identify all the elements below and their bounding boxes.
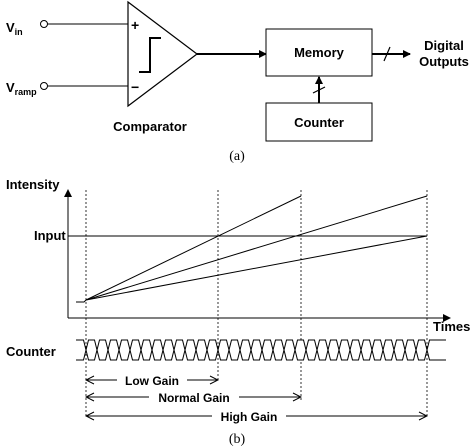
counter-cell (349, 339, 362, 361)
vin-label: Vin (6, 20, 23, 37)
counter-cell (272, 339, 285, 361)
ramp-baseline (76, 299, 87, 303)
counter-cell (140, 339, 153, 361)
counter-cell (261, 339, 274, 361)
counter-cell (118, 339, 131, 361)
counter-cell (360, 339, 373, 361)
counter-cell (393, 339, 406, 361)
counter-cell (404, 339, 417, 361)
counter-cell (129, 339, 142, 361)
normal-gain-label-bg (149, 389, 239, 405)
counter-cell (195, 339, 208, 361)
vramp-terminal (40, 82, 48, 90)
input-level-label: Input (34, 228, 66, 243)
vramp-label: Vramp (6, 80, 37, 97)
counter-cell (162, 339, 175, 361)
counter-cell (173, 339, 186, 361)
minus-sign: − (131, 79, 139, 95)
counter-cell (217, 339, 230, 361)
y-axis-label: Intensity (6, 177, 60, 192)
comparator-symbol (127, 0, 198, 108)
counter-cell (96, 339, 109, 361)
counter-cell (382, 339, 395, 361)
ramp-high-gain (85, 235, 428, 301)
counter-cell (283, 339, 296, 361)
counter-waveform-label: Counter (6, 344, 56, 359)
x-axis-label: Times (433, 319, 470, 334)
counter-idle-start (76, 339, 87, 361)
counter-bus-slash (312, 86, 326, 94)
vin-terminal (40, 20, 48, 28)
high-gain-label: High Gain (221, 410, 278, 424)
counter-cell (415, 339, 428, 361)
caption-b: (b) (229, 432, 246, 447)
output-bus-slash (383, 46, 391, 62)
ramp-normal-gain (85, 195, 428, 301)
low-gain-label: Low Gain (125, 374, 179, 388)
timing-diagram: Intensity Times Input Counter Low Gain N… (6, 177, 470, 447)
comparator-label: Comparator (113, 119, 187, 134)
plus-sign: + (131, 17, 139, 33)
counter-cell (107, 339, 120, 361)
counter-cell (316, 339, 329, 361)
counter-cell (371, 339, 384, 361)
counter-cell (338, 339, 351, 361)
counter-cell (250, 339, 263, 361)
counter-cell (85, 339, 98, 361)
counter-cell (206, 339, 219, 361)
counter-block (265, 102, 373, 142)
hysteresis-icon (139, 37, 161, 73)
counter-idle-end (426, 339, 446, 361)
high-gain-label-bg (212, 408, 286, 424)
caption-a: (a) (229, 149, 245, 164)
counter-cell (294, 339, 307, 361)
counter-cell (184, 339, 197, 361)
counter-cell (305, 339, 318, 361)
counter-waveform (76, 339, 446, 361)
memory-label: Memory (294, 45, 345, 60)
low-gain-label-bg (117, 372, 187, 388)
normal-gain-label: Normal Gain (158, 391, 229, 405)
counter-cell (228, 339, 241, 361)
counter-cell (151, 339, 164, 361)
ramp-low-gain (85, 195, 302, 301)
counter-block-label: Counter (294, 115, 344, 130)
counter-cell (239, 339, 252, 361)
counter-cell (327, 339, 340, 361)
